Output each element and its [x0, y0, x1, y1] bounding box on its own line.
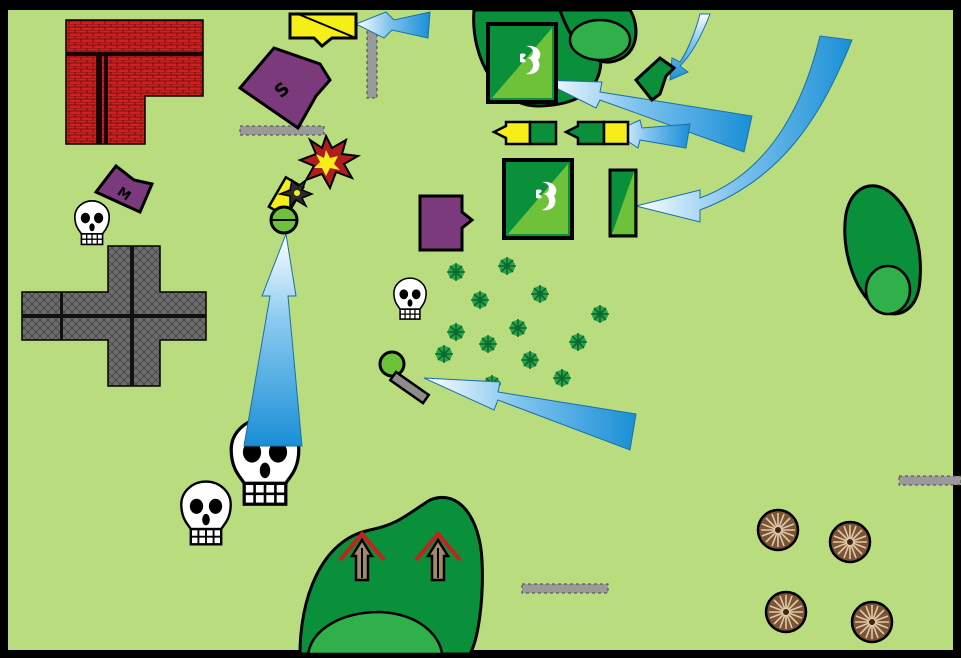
- elf-scout[interactable]: [610, 170, 636, 236]
- elf-regiment[interactable]: [488, 24, 556, 102]
- elf-regiment[interactable]: [504, 160, 572, 238]
